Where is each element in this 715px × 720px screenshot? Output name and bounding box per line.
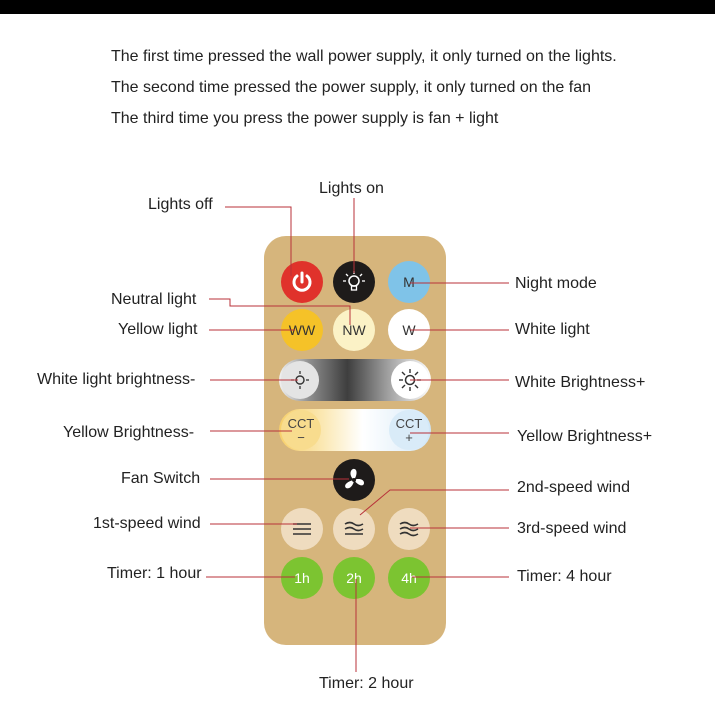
intro-line-2: The second time pressed the power supply…	[111, 79, 591, 96]
cct-minus-bottom-label: −	[297, 430, 305, 445]
label-white-brightness-plus: White Brightness+	[515, 374, 646, 391]
label-white-brightness-minus: White light brightness-	[37, 371, 196, 388]
label-lights-on: Lights on	[319, 180, 384, 197]
timer-1h-button[interactable]: 1h	[281, 557, 323, 599]
night-mode-button-label: M	[403, 274, 415, 290]
neutral-light-button[interactable]: NW	[333, 309, 375, 351]
timer-4h-label: 4h	[401, 570, 417, 586]
leader-speed-2	[359, 489, 509, 516]
timer-2h-label: 2h	[346, 570, 362, 586]
speed-1-button[interactable]	[281, 508, 323, 550]
label-timer-2: Timer: 2 hour	[319, 675, 414, 692]
wind-2-icon	[344, 521, 364, 535]
label-lights-off: Lights off	[148, 196, 213, 213]
white-light-button-label: W	[402, 322, 416, 338]
timer-2h-button[interactable]: 2h	[333, 557, 375, 599]
speed-2-button[interactable]	[333, 508, 375, 550]
speed-3-button[interactable]	[388, 508, 430, 550]
label-yellow-brightness-minus: Yellow Brightness-	[63, 424, 195, 441]
cct-plus-button[interactable]: CCT +	[389, 410, 429, 450]
label-speed-3: 3rd-speed wind	[517, 520, 627, 537]
label-night-mode: Night mode	[515, 275, 597, 292]
cct-minus-button[interactable]: CCT −	[281, 410, 321, 450]
label-timer-1: Timer: 1 hour	[107, 565, 202, 582]
power-button[interactable]	[281, 261, 323, 303]
light-bulb-icon	[343, 271, 365, 291]
label-speed-1: 1st-speed wind	[93, 515, 201, 532]
leader-lights-off	[225, 206, 292, 276]
white-light-button[interactable]: W	[388, 309, 430, 351]
fan-icon	[345, 468, 364, 489]
top-bar	[0, 0, 715, 14]
label-speed-2: 2nd-speed wind	[517, 479, 630, 496]
timer-4h-button[interactable]: 4h	[388, 557, 430, 599]
night-mode-button[interactable]: M	[388, 261, 430, 303]
yellow-light-button-label: WW	[288, 322, 316, 338]
label-yellow-brightness-plus: Yellow Brightness+	[517, 428, 653, 445]
intro-line-1: The first time pressed the wall power su…	[111, 48, 617, 65]
label-fan-switch: Fan Switch	[121, 470, 201, 487]
label-timer-4: Timer: 4 hour	[517, 568, 612, 585]
label-white-light: White light	[515, 321, 590, 338]
neutral-light-button-label: NW	[342, 322, 366, 338]
timer-1h-label: 1h	[294, 570, 310, 586]
yellow-light-button[interactable]: WW	[281, 309, 323, 351]
power-icon	[292, 271, 312, 292]
label-yellow-light: Yellow light	[118, 321, 198, 338]
label-neutral-light: Neutral light	[111, 291, 197, 308]
fan-switch-button[interactable]	[333, 459, 375, 501]
cct-plus-bottom-label: +	[405, 430, 413, 445]
cct-minus-top-label: CCT	[287, 416, 315, 431]
cct-plus-top-label: CCT	[395, 416, 423, 431]
leader-neutral-light	[209, 298, 351, 325]
intro-line-3: The third time you press the power suppl…	[111, 110, 499, 127]
wind-3-icon	[399, 521, 419, 537]
